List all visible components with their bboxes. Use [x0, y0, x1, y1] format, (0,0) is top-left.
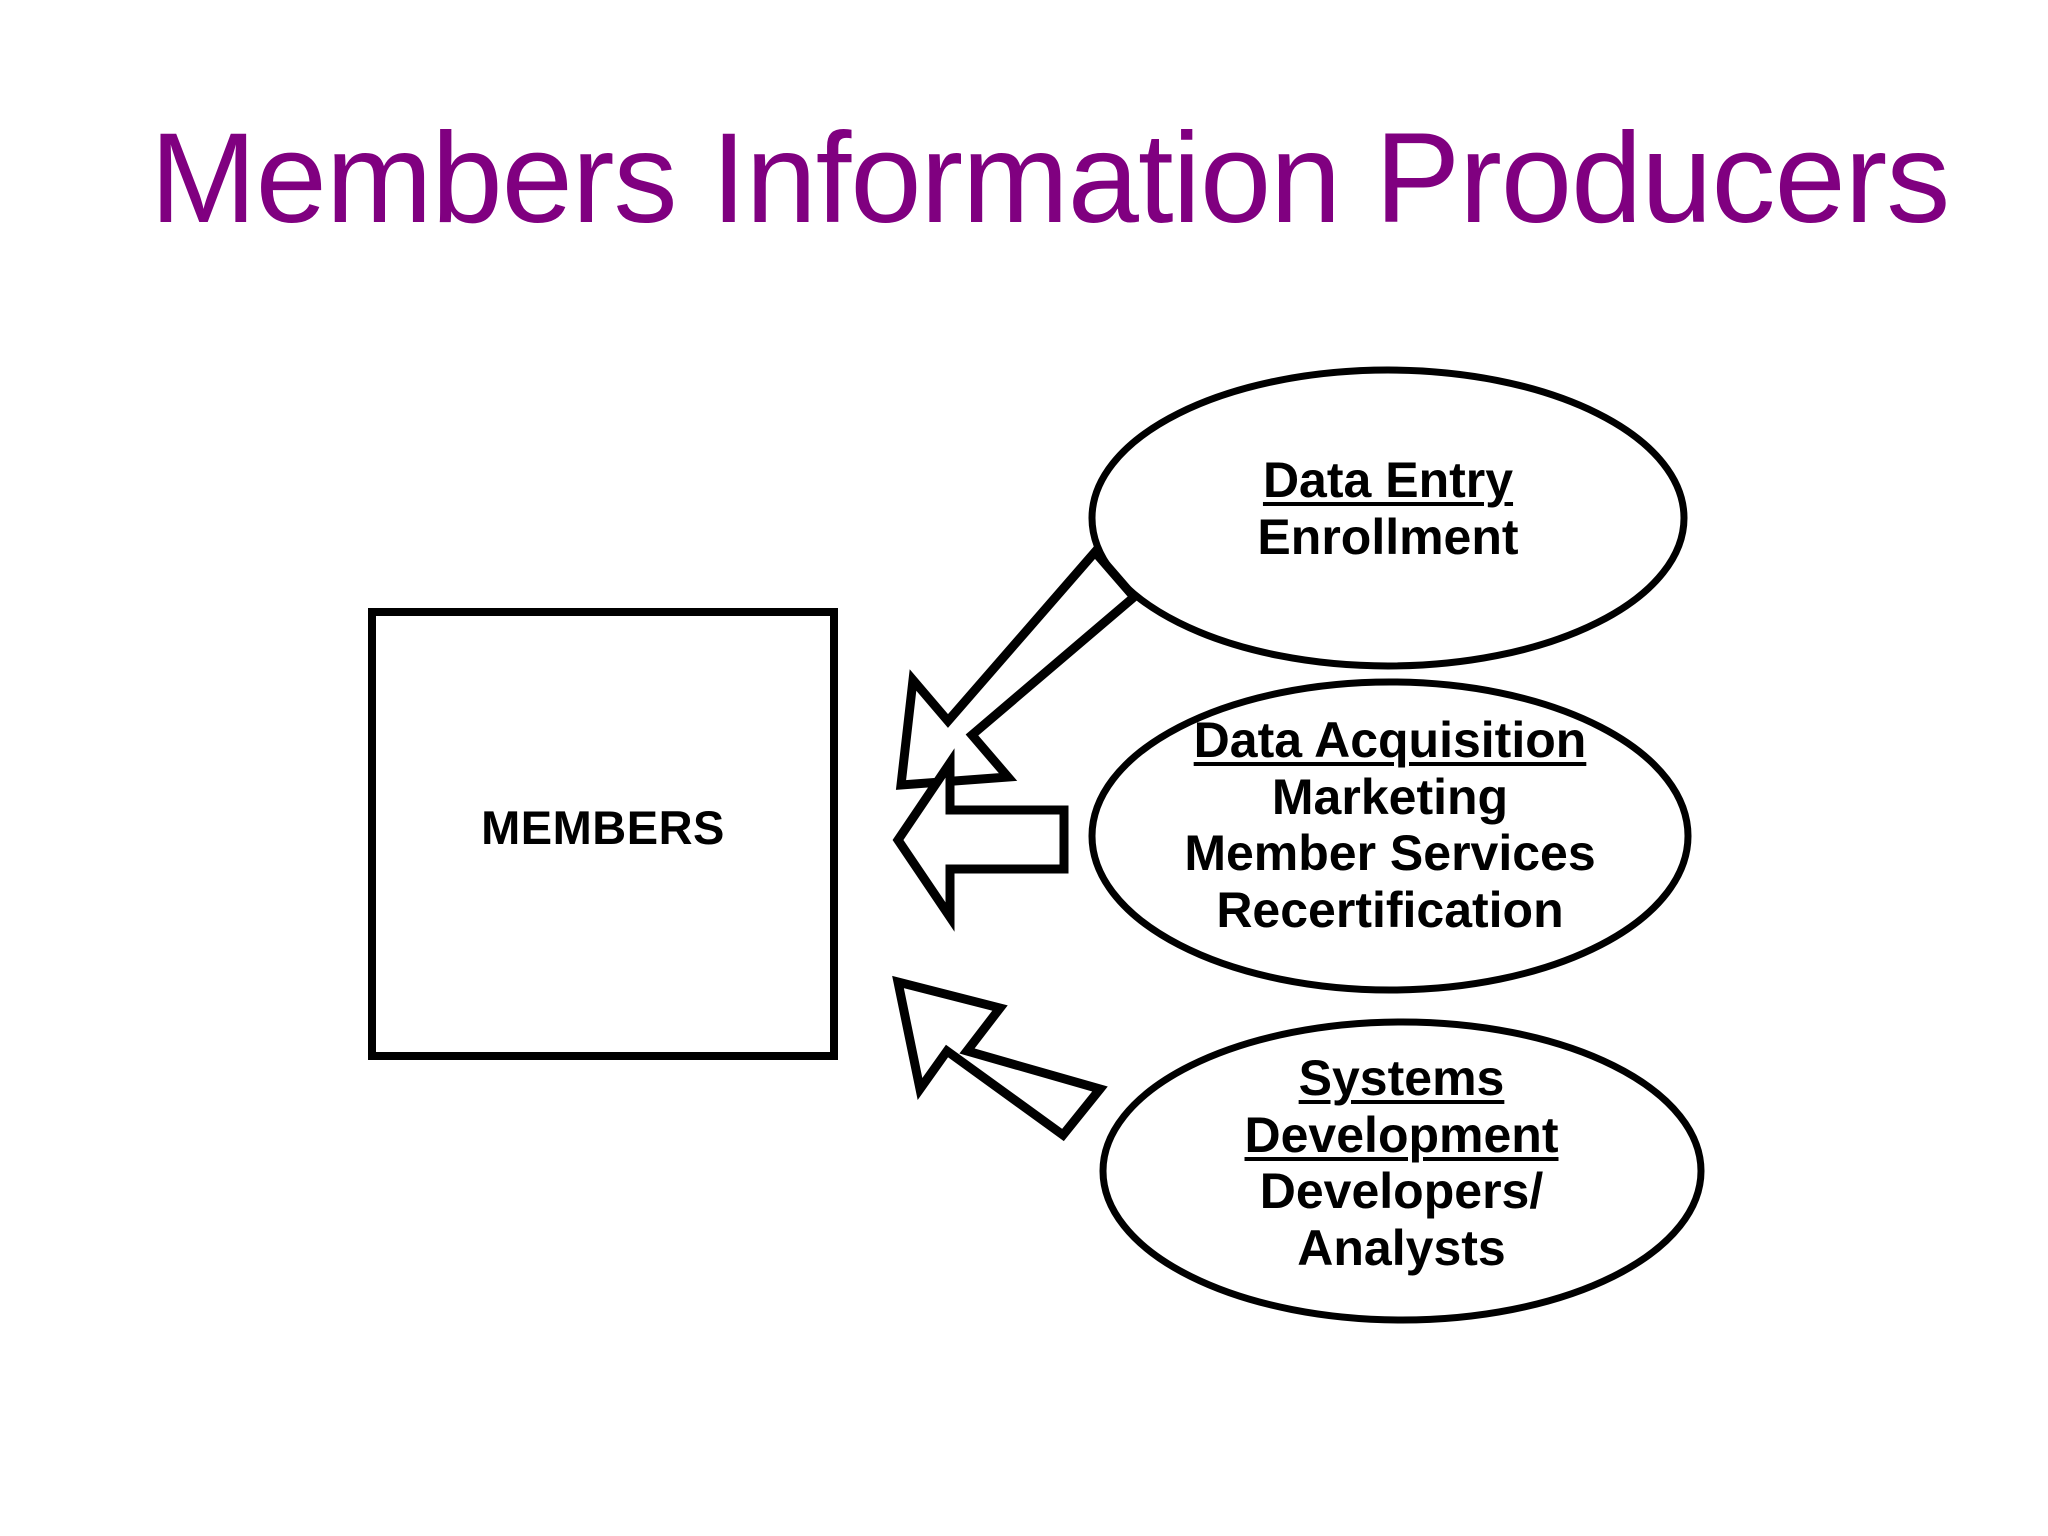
ellipse-data-entry-heading: Data Entry [1262, 452, 1514, 508]
ellipse-data-acquisition-item-0: Marketing [1271, 768, 1509, 825]
ellipse-data-acquisition-item-2: Recertification [1216, 881, 1564, 938]
ellipse-data-acquisition-label: Data Acquisition Marketing Member Servic… [1092, 712, 1688, 938]
ellipse-systems-development[interactable] [1099, 1018, 1705, 1324]
arrow-data-acquisition-to-members[interactable] [892, 748, 1069, 932]
members-box[interactable] [368, 608, 838, 1060]
ellipse-data-acquisition-item-1: Member Services [1184, 825, 1596, 881]
ellipse-data-entry[interactable] [1088, 366, 1688, 670]
ellipse-systems-development-label: Systems Development Developers/ Analysts [1103, 1050, 1700, 1276]
ellipse-data-acquisition[interactable] [1088, 678, 1692, 994]
ellipse-data-entry-item-0: Enrollment [1257, 508, 1519, 565]
ellipse-data-entry-label: Data Entry Enrollment [1090, 452, 1686, 565]
arrow-systems-development-to-members[interactable] [892, 975, 1108, 1142]
ellipse-systems-development-item-0: Developers/ [1259, 1163, 1544, 1219]
page-title: Members Information Producers [150, 107, 1950, 250]
members-box-label: MEMBERS [481, 801, 725, 854]
ellipse-systems-development-item-1: Analysts [1297, 1219, 1506, 1276]
ellipse-systems-development-heading-line-0: Systems [1298, 1050, 1505, 1106]
ellipse-systems-development-heading-line-1: Development [1244, 1106, 1559, 1163]
ellipse-data-acquisition-heading: Data Acquisition [1193, 712, 1587, 768]
